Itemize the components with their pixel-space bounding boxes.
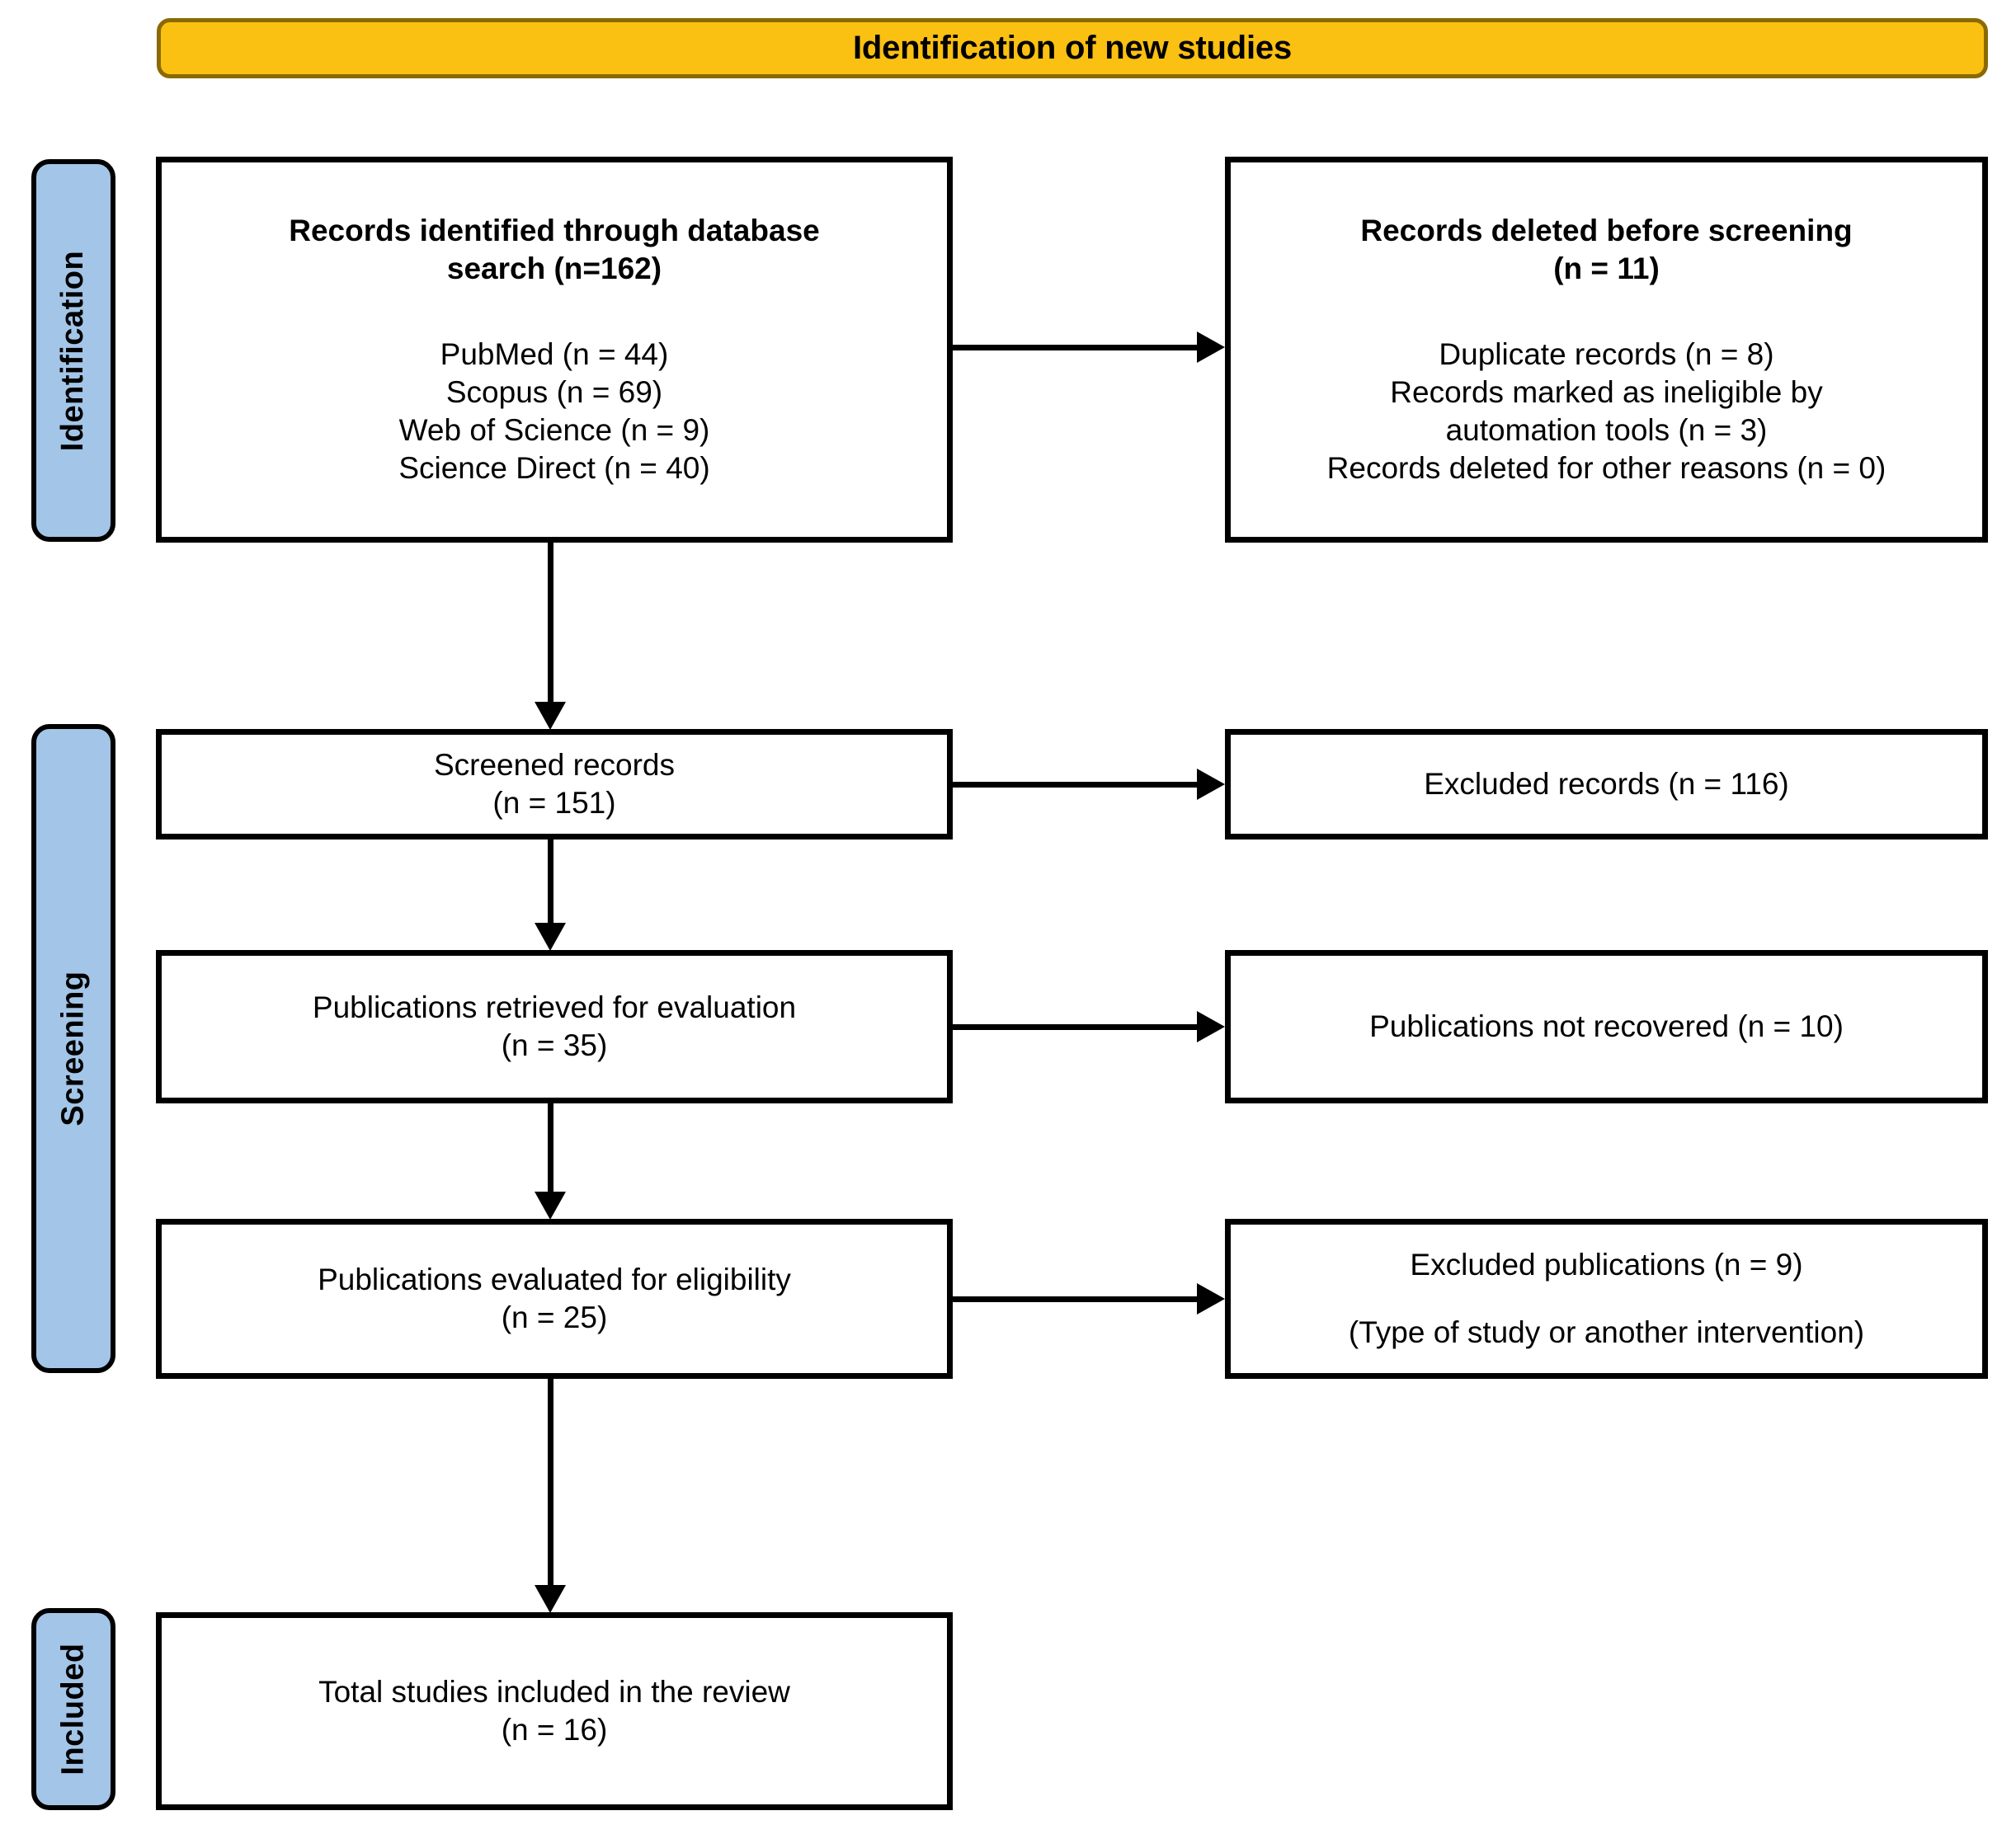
records-identified-heading: Records identified through database sear… <box>289 214 820 286</box>
stage-label-included-text: Included <box>55 1643 91 1776</box>
box-total-included: Total studies included in the review (n … <box>156 1612 953 1810</box>
box-excluded-records: Excluded records (n = 116) <box>1225 729 1988 840</box>
box-records-deleted: Records deleted before screening (n = 11… <box>1225 157 1988 543</box>
arrow-eligibility-to-included <box>535 1585 566 1613</box>
banner-title: Identification of new studies <box>852 30 1292 66</box>
excluded-records-text: Excluded records (n = 116) <box>1424 767 1789 802</box>
arrow-retrieved-to-notrecovered <box>1197 1011 1225 1042</box>
connector-eligibility-to-included <box>548 1379 553 1585</box>
connector-retrieved-to-notrecovered <box>953 1024 1197 1030</box>
records-identified-details: PubMed (n = 44) Scopus (n = 69) Web of S… <box>398 337 710 485</box>
identification-banner: Identification of new studies <box>157 18 1988 78</box>
screened-records-text: Screened records (n = 151) <box>433 748 676 820</box>
box-screened-records: Screened records (n = 151) <box>156 729 953 840</box>
box-excluded-publications: Excluded publications (n = 9) (Type of s… <box>1225 1219 1988 1379</box>
arrow-identified-to-screened <box>535 702 566 730</box>
records-deleted-heading: Records deleted before screening (n = 11… <box>1360 214 1853 286</box>
arrow-identified-to-deleted <box>1197 332 1225 363</box>
publications-retrieved-text: Publications retrieved for evaluation (n… <box>312 990 797 1062</box>
total-included-text: Total studies included in the review (n … <box>318 1675 790 1747</box>
connector-identified-to-deleted <box>953 345 1197 350</box>
stage-label-screening: Screening <box>31 724 115 1373</box>
excluded-publications-line1: Excluded publications (n = 9) <box>1410 1248 1803 1282</box>
publications-not-recovered-text: Publications not recovered (n = 10) <box>1369 1009 1844 1044</box>
box-publications-retrieved: Publications retrieved for evaluation (n… <box>156 950 953 1103</box>
excluded-publications-line2: (Type of study or another intervention) <box>1348 1315 1865 1349</box>
publications-eligibility-text: Publications evaluated for eligibility (… <box>318 1263 791 1334</box>
arrow-eligibility-to-excludedpub <box>1197 1283 1225 1315</box>
stage-label-identification: Identification <box>31 159 115 542</box>
connector-retrieved-to-eligibility <box>548 1103 553 1192</box>
stage-label-screening-text: Screening <box>55 971 91 1126</box>
arrow-retrieved-to-eligibility <box>535 1192 566 1220</box>
stage-label-included: Included <box>31 1608 115 1810</box>
connector-screened-to-retrieved <box>548 840 553 923</box>
box-publications-not-recovered: Publications not recovered (n = 10) <box>1225 950 1988 1103</box>
arrow-screened-to-excluded <box>1197 769 1225 800</box>
records-deleted-details: Duplicate records (n = 8) Records marked… <box>1326 337 1886 485</box>
connector-eligibility-to-excludedpub <box>953 1296 1197 1302</box>
box-records-identified: Records identified through database sear… <box>156 157 953 543</box>
connector-screened-to-excluded <box>953 782 1197 788</box>
connector-identified-to-screened <box>548 543 553 702</box>
box-publications-eligibility: Publications evaluated for eligibility (… <box>156 1219 953 1379</box>
arrow-screened-to-retrieved <box>535 923 566 951</box>
stage-label-identification-text: Identification <box>55 250 91 451</box>
